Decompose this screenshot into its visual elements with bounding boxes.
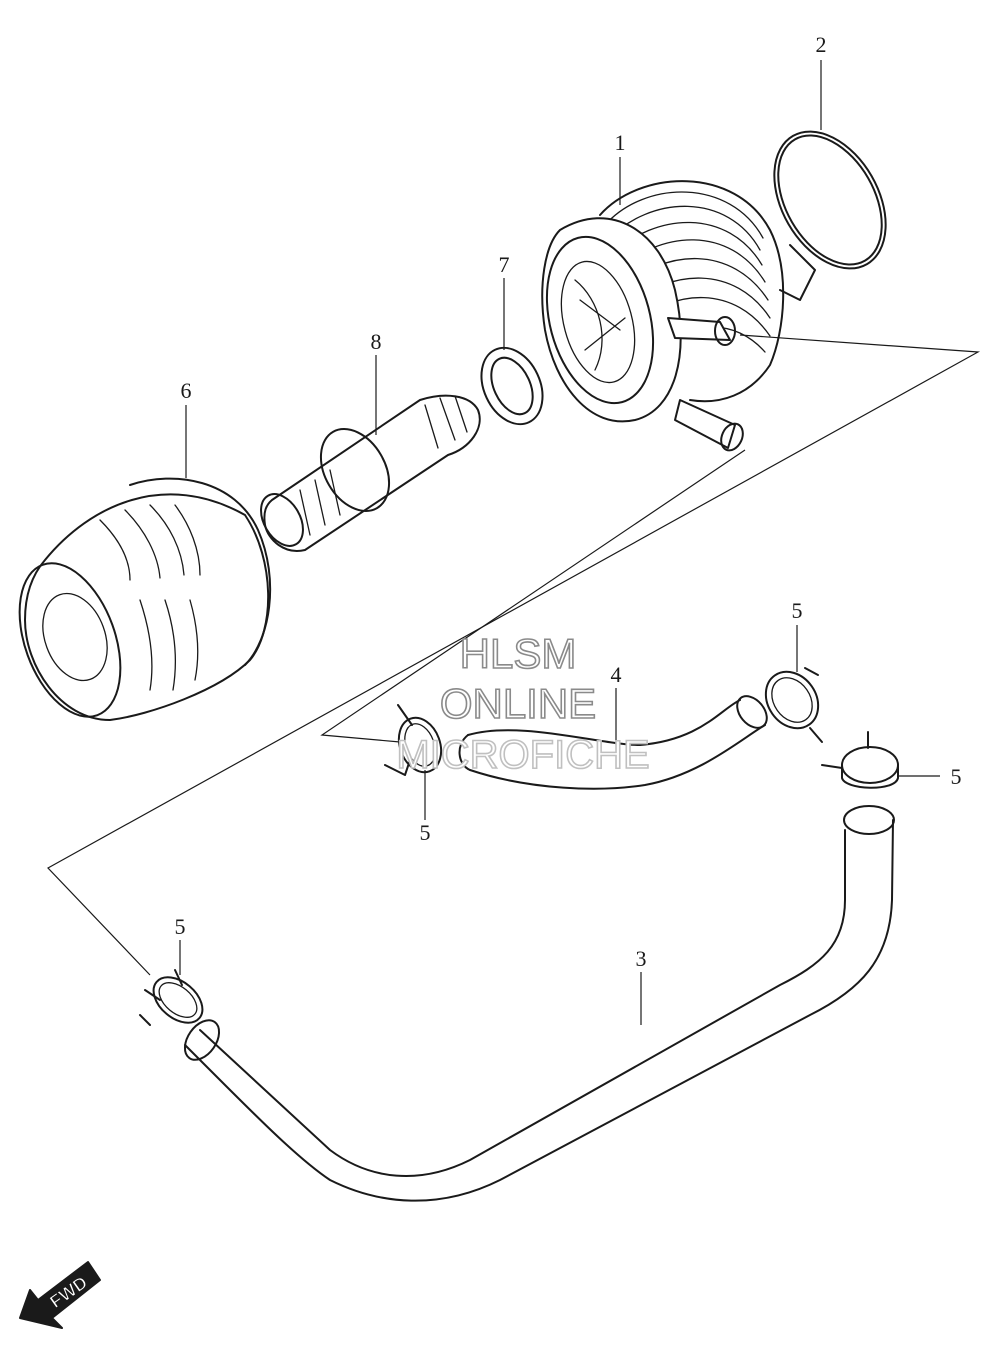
watermark-line-3: MICROFICHE bbox=[396, 733, 649, 777]
callout-5-lower-left: 5 bbox=[175, 914, 186, 939]
callout-2: 2 bbox=[816, 32, 827, 57]
callout-4: 4 bbox=[611, 662, 622, 687]
callouts: 1 2 3 4 5 5 5 5 6 7 8 bbox=[175, 32, 962, 971]
assembly-outline bbox=[47, 334, 981, 976]
callout-5-upper-right: 5 bbox=[792, 598, 803, 623]
callout-7: 7 bbox=[499, 252, 510, 277]
callout-5-left: 5 bbox=[420, 820, 431, 845]
watermark: HLSM ONLINE MICROFICHE bbox=[396, 629, 651, 778]
callout-6: 6 bbox=[181, 378, 192, 403]
long-hose-part-3[interactable] bbox=[178, 805, 895, 1202]
watermark-line-1: HLSM bbox=[460, 630, 577, 677]
callout-leaders bbox=[179, 60, 940, 1025]
oil-filter-part-6[interactable] bbox=[0, 477, 272, 731]
callout-3: 3 bbox=[636, 946, 647, 971]
watermark-line-2: ONLINE bbox=[440, 680, 596, 727]
oil-cooler-part-1[interactable] bbox=[530, 180, 816, 454]
gasket-part-7[interactable] bbox=[470, 338, 555, 434]
short-hose-part-4[interactable] bbox=[458, 690, 773, 790]
callout-8: 8 bbox=[371, 329, 382, 354]
hose-clamp-part-5-lower-left[interactable] bbox=[139, 968, 211, 1032]
hose-clamp-part-5-right[interactable] bbox=[821, 731, 899, 789]
o-ring-part-2[interactable] bbox=[751, 112, 908, 288]
callout-5-right: 5 bbox=[951, 764, 962, 789]
hose-clamp-part-5-left[interactable] bbox=[384, 704, 448, 778]
union-bolt-part-8[interactable] bbox=[252, 394, 481, 554]
forward-direction-arrow: FWD bbox=[19, 1261, 101, 1329]
callout-1: 1 bbox=[615, 130, 626, 155]
hose-clamp-part-5-upper-right[interactable] bbox=[755, 662, 829, 743]
